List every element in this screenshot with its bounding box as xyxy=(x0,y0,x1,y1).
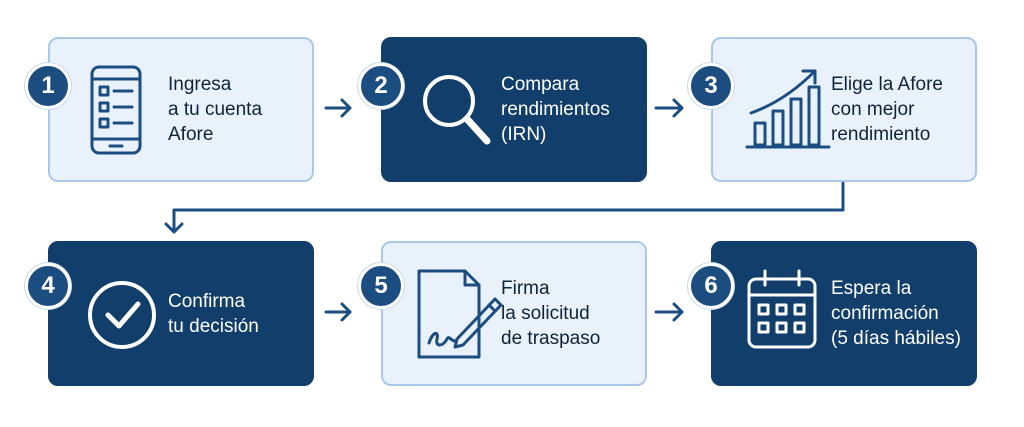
arrow-4-to-5 xyxy=(324,302,352,322)
step-number-badge-1: 1 xyxy=(25,63,71,109)
step-label: Ingresa a tu cuenta Afore xyxy=(168,39,302,180)
arrow-1-to-2 xyxy=(324,98,352,118)
step-label: Espera la confirmación (5 días hábiles) xyxy=(831,243,965,384)
step-card-3: Elige la Afore con mejor rendimiento xyxy=(711,37,977,182)
step-number-badge-3: 3 xyxy=(688,63,734,109)
arrow-2-to-3 xyxy=(654,98,684,118)
step-label: Confirma tu decisión xyxy=(168,243,302,384)
arrow-5-to-6 xyxy=(654,302,684,322)
step-label: Compara rendimientos (IRN) xyxy=(501,39,635,180)
step-line: Espera la xyxy=(831,278,912,299)
step-line: Firma xyxy=(501,278,550,299)
step-line: rendimiento xyxy=(831,124,931,145)
step-card-5: Firma la solicitud de traspaso xyxy=(381,241,647,386)
step-card-1: Ingresa a tu cuenta Afore xyxy=(48,37,314,182)
step-number-badge-6: 6 xyxy=(688,263,734,309)
step-line: Compara xyxy=(501,74,580,95)
step-line: Elige la Afore xyxy=(831,74,943,95)
magnifier-icon xyxy=(423,75,491,145)
step-number-badge-2: 2 xyxy=(358,63,404,109)
step-line: con mejor xyxy=(831,99,915,120)
step-line: rendimientos xyxy=(501,99,610,120)
step-line: de traspaso xyxy=(501,328,601,349)
step-line: la solicitud xyxy=(501,303,590,324)
checkmark-circle-icon xyxy=(88,281,156,349)
step-label: Firma la solicitud de traspaso xyxy=(501,243,635,384)
step-line: confirmación xyxy=(831,303,939,324)
step-card-4: Confirma tu decisión xyxy=(48,241,314,386)
step-line: Ingresa xyxy=(168,74,232,95)
step-line: (IRN) xyxy=(501,124,547,145)
step-card-6: Espera la confirmación (5 días hábiles) xyxy=(711,241,977,386)
step-line: tu decisión xyxy=(168,315,259,337)
step-number-badge-5: 5 xyxy=(358,263,404,309)
step-line: a tu cuenta xyxy=(168,99,263,120)
step-number-badge-4: 4 xyxy=(25,263,71,309)
smartphone-icon xyxy=(90,65,142,155)
signed-document-icon xyxy=(417,269,503,359)
arrow-3-to-4 xyxy=(164,181,845,234)
step-line: Confirma xyxy=(168,290,246,312)
step-card-2: Compara rendimientos (IRN) xyxy=(381,37,647,182)
calendar-icon xyxy=(747,269,817,349)
step-label: Elige la Afore con mejor rendimiento xyxy=(831,39,965,180)
growth-chart-icon xyxy=(745,69,831,149)
step-line: Afore xyxy=(168,124,214,145)
step-line: (5 días hábiles) xyxy=(831,328,961,349)
